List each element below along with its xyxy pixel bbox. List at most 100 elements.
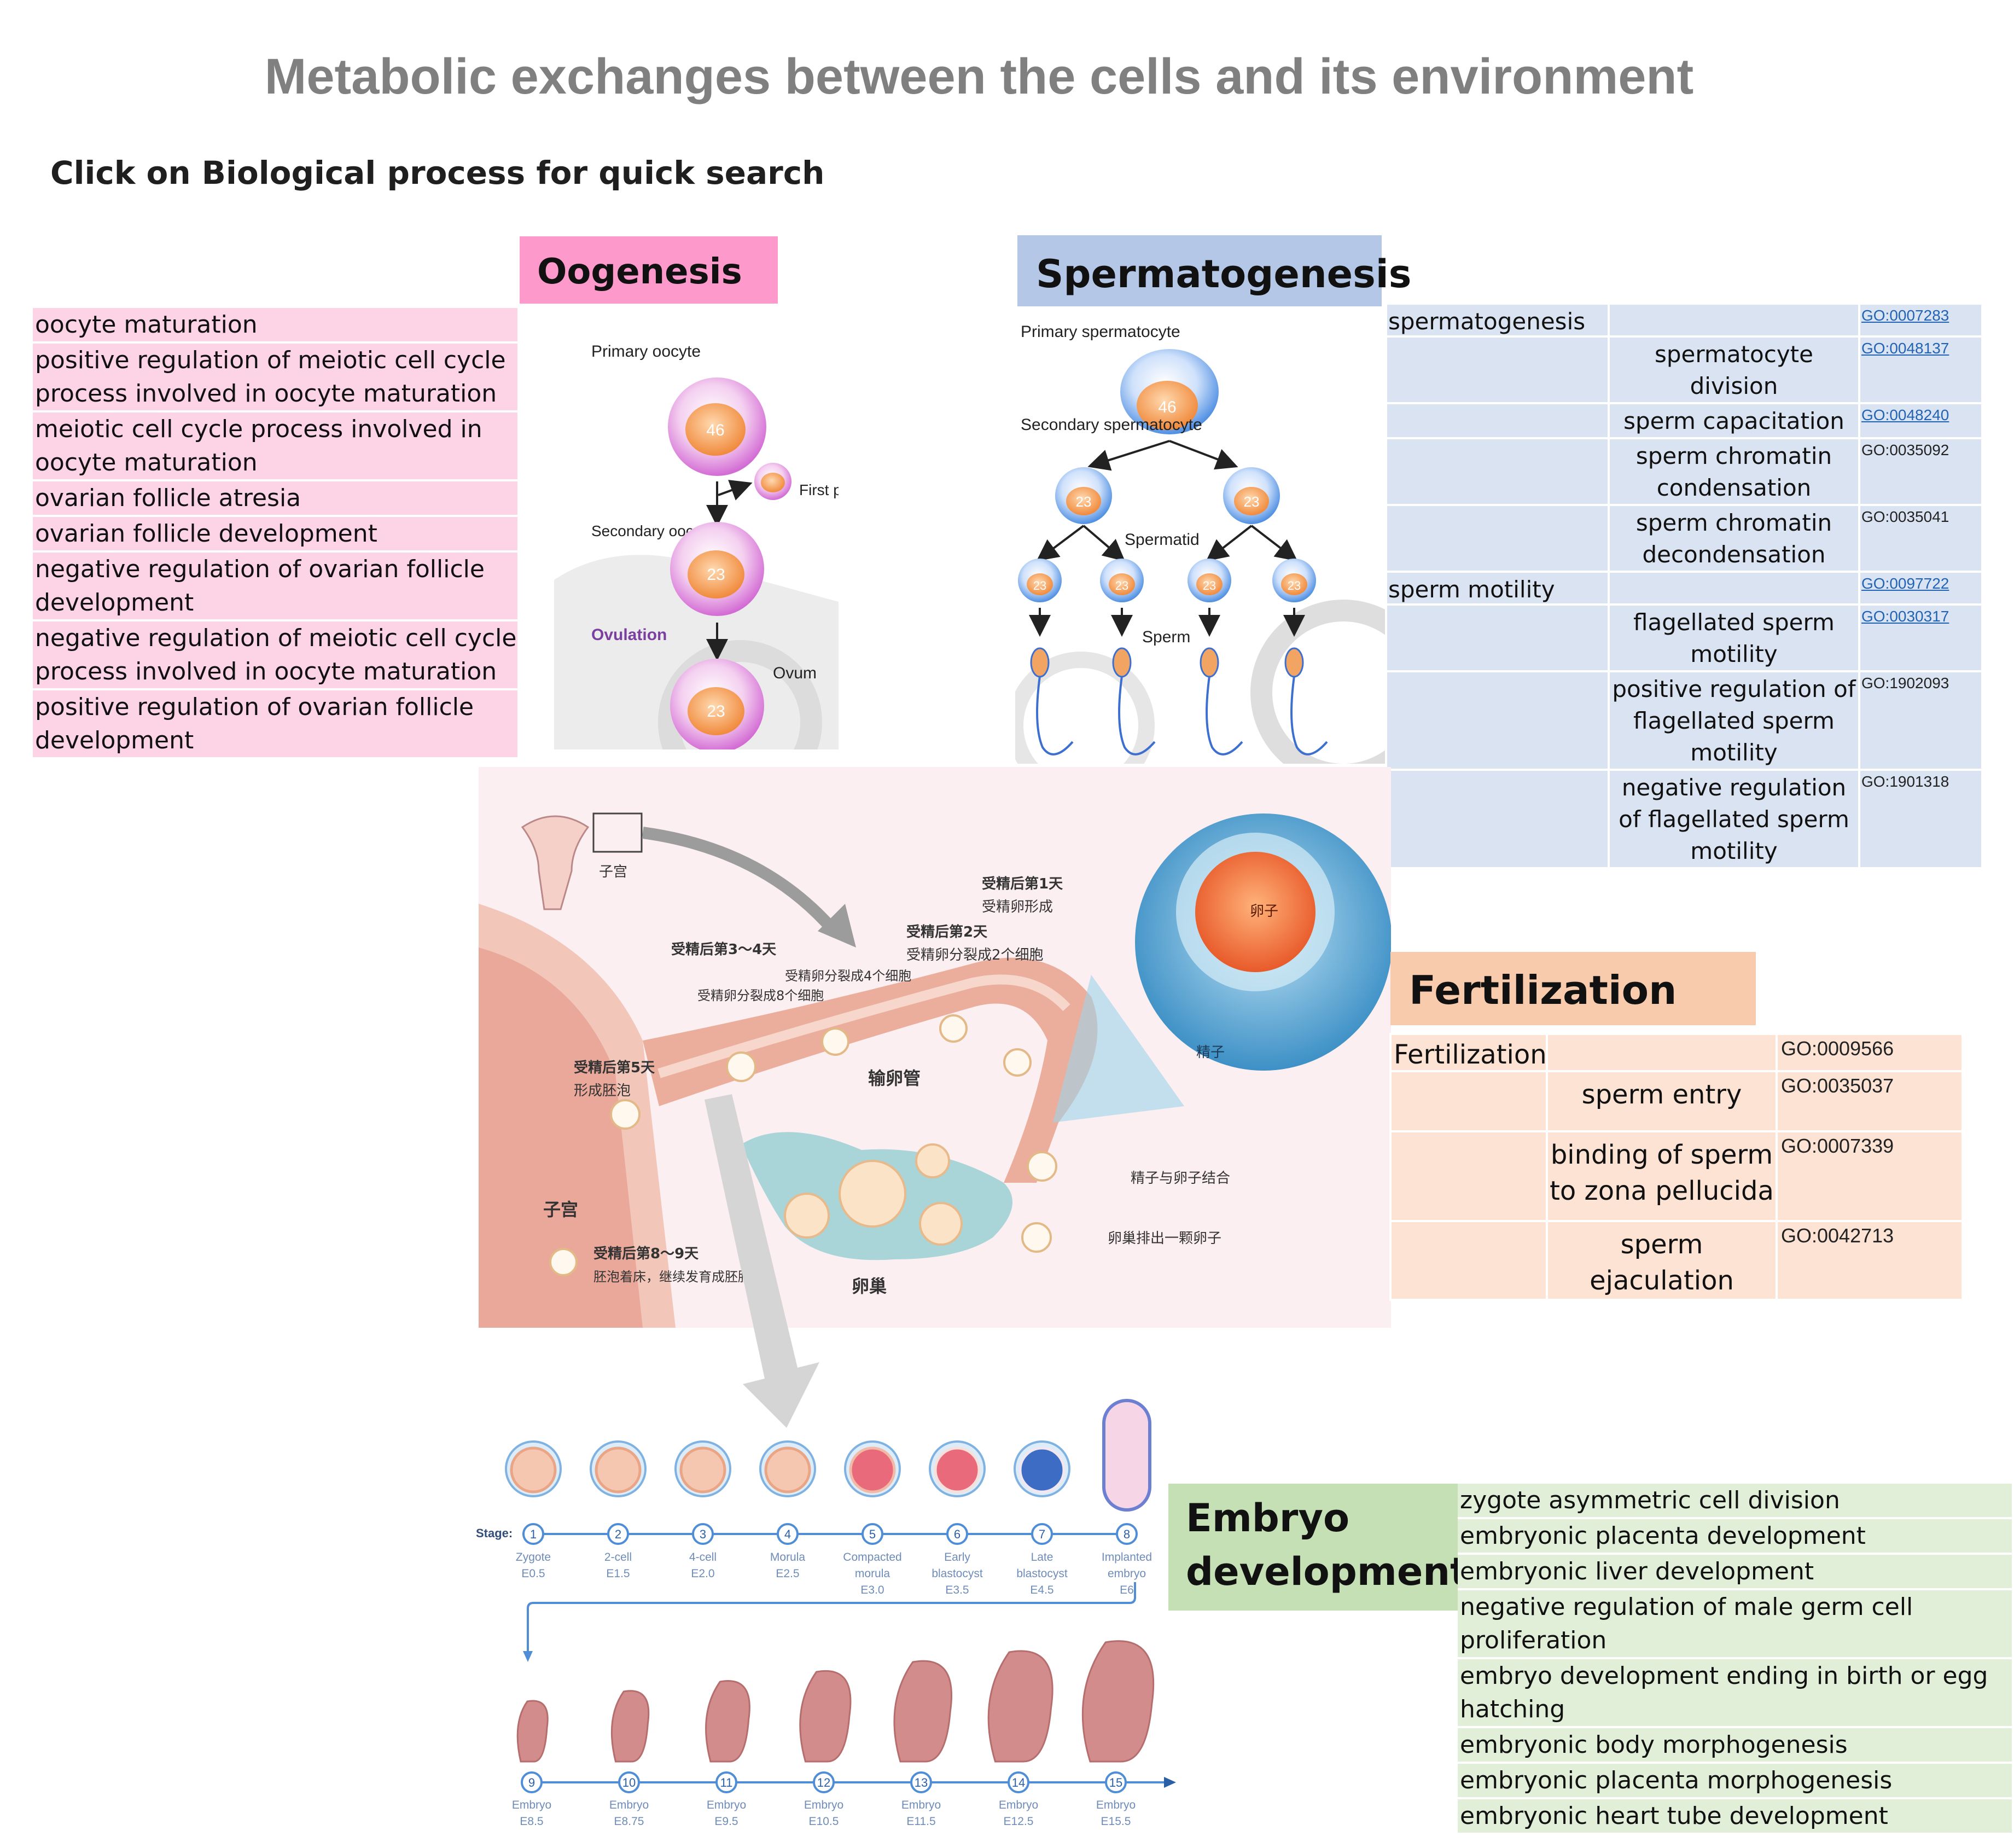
stage-day-label: E8.5 — [520, 1815, 543, 1828]
oogenesis-process-item[interactable]: oocyte maturation — [33, 308, 517, 344]
embryo-process-item[interactable]: embryonic body morphogenesis — [1458, 1728, 2012, 1764]
sperm-head — [1112, 647, 1132, 678]
stage-number: 11 — [720, 1776, 733, 1789]
stage-day-label: E3.0 — [860, 1584, 884, 1596]
parent-process-cell[interactable]: sperm motility — [1385, 571, 1610, 606]
parent-process-cell[interactable] — [1385, 402, 1610, 439]
child-process-cell[interactable]: positive regulation of flagellated sperm… — [1608, 670, 1860, 771]
table-row: sperm motility GO:0097722 — [1385, 571, 1983, 606]
go-id-cell[interactable]: GO:0097722 — [1858, 571, 1983, 606]
uterus-small-label: 子宫 — [599, 864, 627, 880]
go-id-cell[interactable]: GO:0007283 — [1858, 303, 1983, 338]
parent-process-cell[interactable] — [1389, 1220, 1548, 1301]
child-process-cell[interactable]: sperm chromatin decondensation — [1608, 504, 1860, 573]
chromosome-23-label: 23 — [1288, 579, 1301, 592]
oogenesis-process-item[interactable]: ovarian follicle development — [33, 517, 517, 553]
parent-process-cell[interactable]: spermatogenesis — [1385, 303, 1610, 338]
embryo-process-item[interactable]: zygote asymmetric cell division — [1458, 1484, 2012, 1519]
child-process-cell[interactable]: flagellated sperm motility — [1608, 603, 1860, 672]
chromosome-23-label: 23 — [1203, 579, 1216, 592]
day34-title: 受精后第3～4天 — [671, 941, 776, 958]
spermatogenesis-header[interactable]: Spermatogenesis — [1017, 235, 1411, 306]
child-process-cell[interactable]: negative regulation of flagellated sperm… — [1608, 769, 1860, 869]
stage-name-label: 4-cell — [689, 1551, 717, 1564]
child-process-cell[interactable]: sperm ejaculation — [1546, 1220, 1778, 1301]
child-process-cell[interactable]: sperm chromatin condensation — [1608, 437, 1860, 506]
stage-day-label: E3.5 — [945, 1584, 969, 1596]
child-process-cell[interactable] — [1608, 571, 1860, 606]
oogenesis-process-item[interactable]: meiotic cell cycle process involved in o… — [33, 412, 517, 481]
stage-name-label: 2-cell — [604, 1551, 632, 1564]
parent-process-cell[interactable] — [1385, 504, 1610, 573]
embryo-process-item[interactable]: embryonic placenta morphogenesis — [1458, 1764, 2012, 1799]
stage-day-label: E2.5 — [776, 1567, 799, 1580]
embryo-image — [610, 1690, 650, 1763]
sperm-zoom-label: 精子 — [1196, 1044, 1225, 1061]
ovary-label: 卵巢 — [852, 1276, 887, 1297]
stage-name-label: embryo — [1108, 1567, 1146, 1580]
table-row: positive regulation of flagellated sperm… — [1385, 670, 1983, 771]
embryo-process-item[interactable]: embryonic heart tube development — [1458, 1799, 2012, 1835]
oogenesis-process-item[interactable]: positive regulation of meiotic cell cycl… — [33, 344, 517, 412]
go-id-cell[interactable]: GO:0048240 — [1858, 402, 1983, 439]
stage-name-label: Implanted — [1102, 1551, 1152, 1564]
oogenesis-process-item[interactable]: negative regulation of meiotic cell cycl… — [33, 621, 517, 690]
stage-number-circle — [1105, 1771, 1127, 1793]
oviduct-label: 输卵管 — [868, 1068, 921, 1089]
parent-process-cell[interactable]: Fertilization — [1389, 1033, 1548, 1072]
oogenesis-process-item[interactable]: positive regulation of ovarian follicle … — [33, 690, 517, 759]
embryo-process-item[interactable]: embryonic liver development — [1458, 1555, 2012, 1590]
stage-day-label: E8.75 — [614, 1815, 644, 1828]
stage-name-label: Early — [944, 1551, 970, 1564]
parent-process-cell[interactable] — [1385, 335, 1610, 404]
child-process-cell[interactable]: spermatocyte division — [1608, 335, 1860, 404]
child-process-cell[interactable]: sperm entry — [1546, 1070, 1778, 1132]
fertilization-header[interactable]: Fertilization — [1390, 952, 1756, 1025]
embryo-process-item[interactable]: embryo development ending in birth or eg… — [1458, 1659, 2012, 1728]
stage-name-label: Morula — [770, 1551, 806, 1564]
chromosome-46-label: 46 — [1158, 398, 1176, 416]
child-process-cell[interactable] — [1546, 1033, 1778, 1072]
go-id-cell[interactable]: GO:0030317 — [1858, 603, 1983, 672]
go-id-cell: GO:0009566 — [1776, 1033, 1964, 1072]
parent-process-cell[interactable] — [1385, 437, 1610, 506]
chromosome-23-label: 23 — [707, 566, 725, 584]
spermatogenesis-figure: Primary spermatocyte 46 Secondary sperma… — [1015, 323, 1387, 764]
primary-spermatocyte-label: Primary spermatocyte — [1021, 323, 1180, 341]
stage-number: 14 — [1012, 1776, 1025, 1789]
stage-number-circle — [813, 1771, 835, 1793]
stage-name-label: Embryo — [804, 1799, 843, 1811]
child-process-cell[interactable]: binding of sperm to zona pellucida — [1546, 1130, 1778, 1222]
embryo-process-item[interactable]: embryonic placenta development — [1458, 1519, 2012, 1555]
primary-oocyte-label: Primary oocyte — [591, 342, 701, 361]
parent-process-cell[interactable] — [1385, 769, 1610, 869]
stage-number: 1 — [530, 1527, 537, 1541]
embryo-development-header[interactable]: Embryo development — [1168, 1484, 1469, 1611]
parent-process-cell[interactable] — [1389, 1070, 1548, 1132]
parent-process-cell[interactable] — [1385, 670, 1610, 771]
child-process-cell[interactable] — [1608, 303, 1860, 338]
stage-number: 5 — [869, 1527, 876, 1541]
embryo-process-item[interactable]: negative regulation of male germ cell pr… — [1458, 1590, 2012, 1659]
oogenesis-process-item[interactable]: ovarian follicle atresia — [33, 481, 517, 517]
go-id-cell[interactable]: GO:0048137 — [1858, 335, 1983, 404]
stage-number-circle — [521, 1771, 543, 1793]
stage-embryo-body — [679, 1446, 726, 1493]
day2-title: 受精后第2天 — [906, 923, 987, 940]
parent-process-cell[interactable] — [1385, 603, 1610, 672]
parent-process-cell[interactable] — [1389, 1130, 1548, 1222]
child-process-cell[interactable]: sperm capacitation — [1608, 402, 1860, 439]
day1-text: 受精卵形成 — [982, 899, 1053, 915]
sperm-head — [1200, 647, 1219, 678]
oogenesis-header[interactable]: Oogenesis — [520, 236, 778, 304]
ovulation-label: Ovulation — [591, 626, 667, 644]
go-id-cell: GO:1901318 — [1858, 769, 1983, 869]
sperm-tail — [1290, 676, 1328, 756]
stage-embryo-image — [1102, 1399, 1151, 1512]
stage-number: 8 — [1124, 1527, 1130, 1541]
oogenesis-process-item[interactable]: negative regulation of ovarian follicle … — [33, 553, 517, 621]
stage-day-label: E6 — [1120, 1584, 1134, 1596]
go-id-cell: GO:0007339 — [1776, 1130, 1964, 1222]
